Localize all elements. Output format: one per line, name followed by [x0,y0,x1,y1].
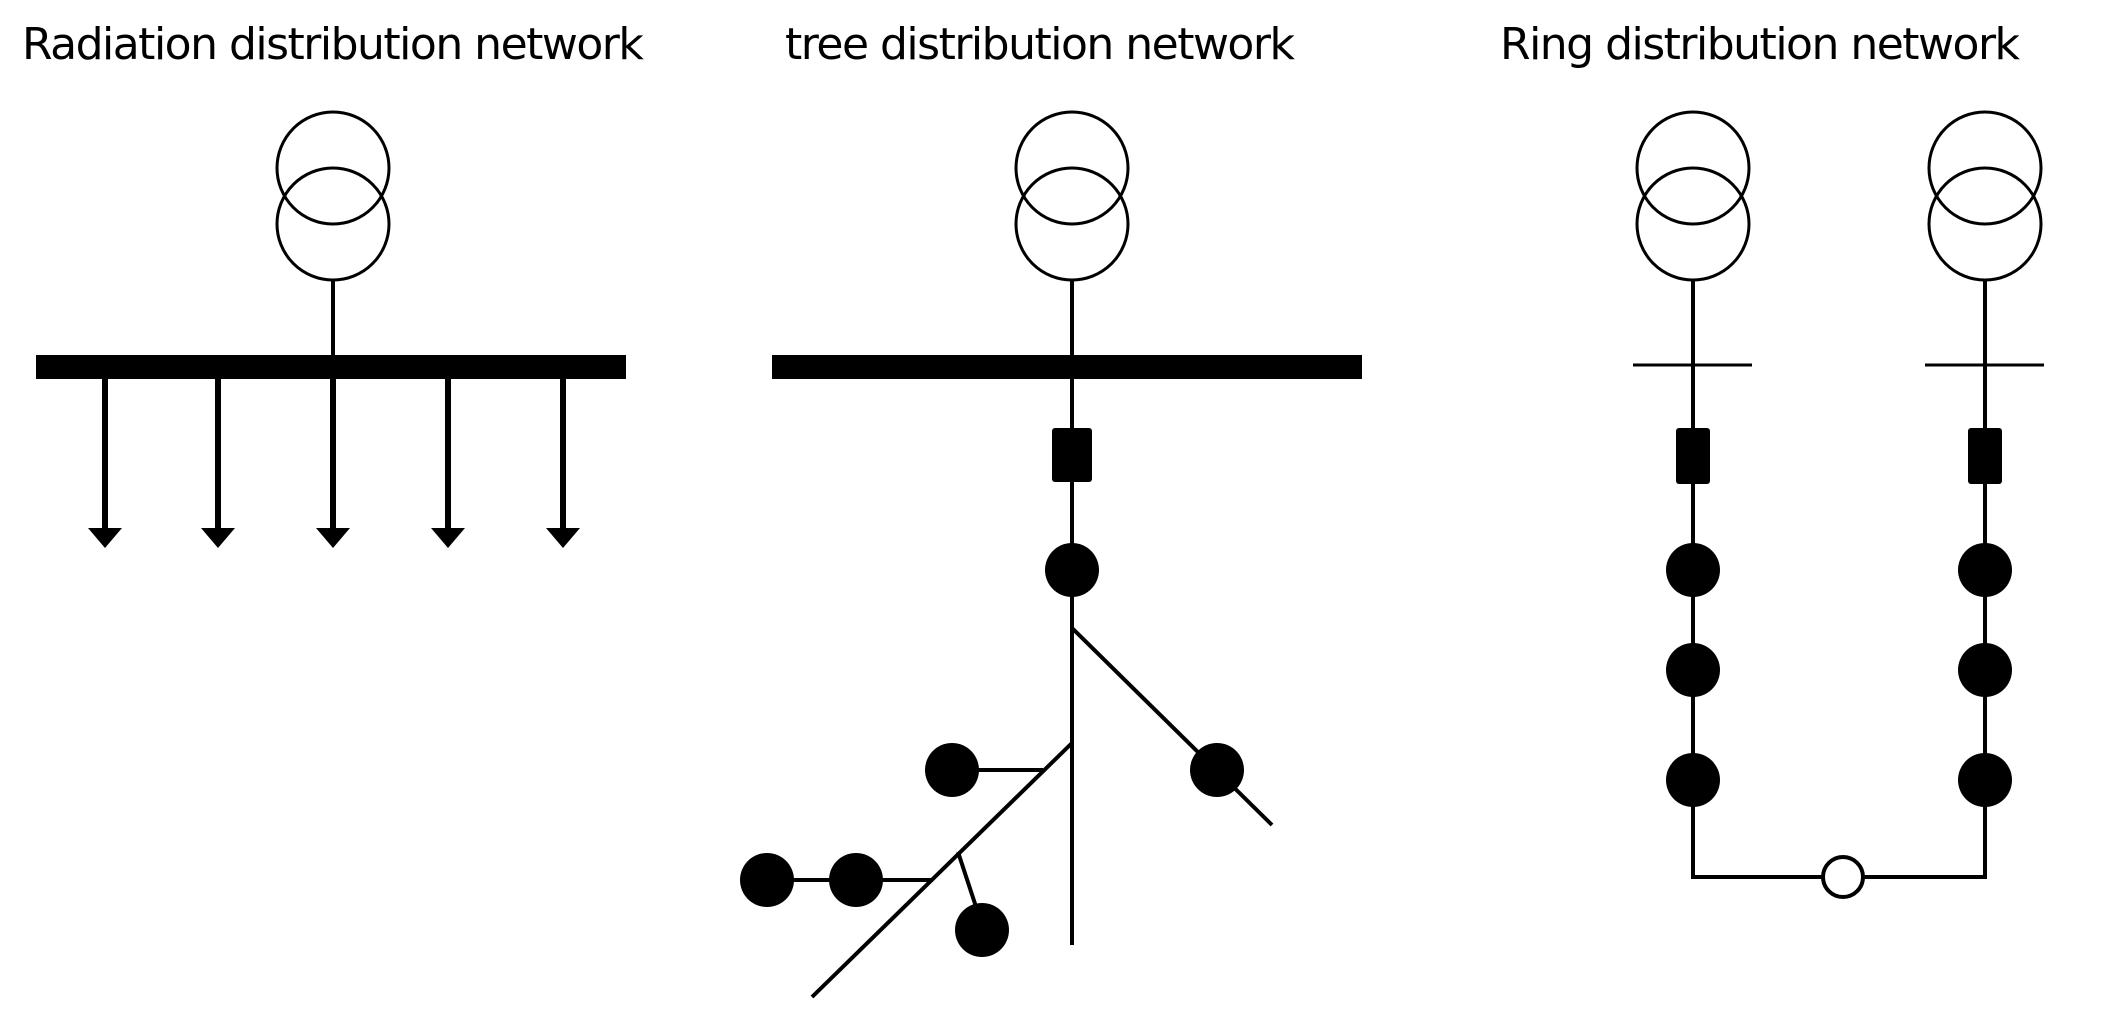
load-node [1190,743,1244,797]
branch-line [810,741,1074,999]
radiation-network [36,110,626,548]
load-node [1958,543,2012,597]
circuit-breaker-icon [1052,428,1092,482]
tree-network [740,110,1362,999]
feeder-arrow [546,370,580,548]
radiation-network-title: Radiation distribution network [22,19,644,70]
transformer-icon [1014,110,1130,282]
transformer-icon [1635,110,1751,282]
ring-network [1633,110,2044,899]
feeder-arrow [431,370,465,548]
ring-network-title: Ring distribution network [1500,19,2020,70]
load-node [740,853,794,907]
feeder-arrow [88,370,122,548]
circuit-breaker-icon [1968,428,2002,484]
feeder-arrow [201,370,235,548]
load-node [829,853,883,907]
load-node [1958,753,2012,807]
load-node [925,743,979,797]
load-node [1666,643,1720,697]
feeder-arrow [316,370,350,548]
tree-network-title: tree distribution network [785,19,1295,70]
open-switch-icon [1821,855,1865,899]
transformer-icon [275,110,391,282]
load-node [1958,643,2012,697]
branch-line [1070,626,1274,827]
transformer-icon [1927,110,2043,282]
load-node [1666,753,1720,807]
load-node [1045,543,1099,597]
load-node [955,903,1009,957]
busbar [772,355,1362,379]
load-node [1666,543,1720,597]
circuit-breaker-icon [1676,428,1710,484]
